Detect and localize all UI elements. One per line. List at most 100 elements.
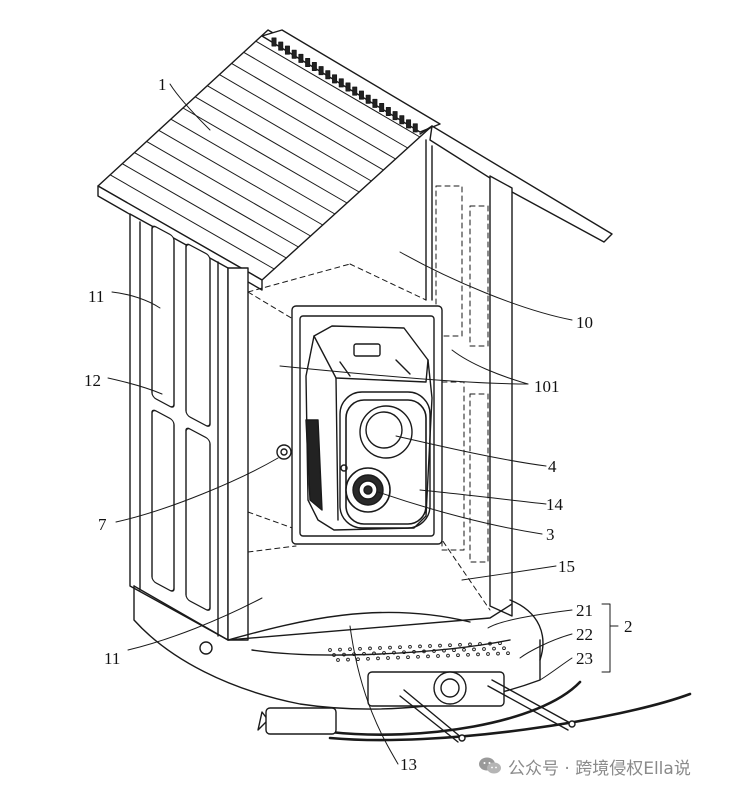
roof-ridge-line	[133, 152, 299, 248]
label-tray-surface: 21	[576, 601, 593, 620]
tray-hole	[472, 647, 476, 652]
roof-ridge-line	[255, 40, 421, 138]
tray-hole	[406, 655, 410, 660]
roof	[97, 29, 613, 291]
ridge-vent	[271, 37, 277, 47]
right-post	[247, 139, 513, 617]
ridge-vent	[345, 82, 351, 92]
label-rear-plate: 15	[558, 557, 575, 576]
ridge-vent	[278, 41, 284, 51]
tray-hole	[328, 648, 332, 652]
side-panel-window	[151, 225, 175, 408]
side-panel-window	[151, 409, 175, 592]
tray-hole	[402, 650, 406, 655]
tray-hole	[378, 646, 382, 650]
tray-hole	[462, 647, 466, 652]
watermark: 公众号 · 跨境侵权Ella说	[478, 752, 691, 780]
side-panel-window	[185, 243, 211, 427]
roof-ridge-line	[146, 140, 312, 237]
tray-hole	[442, 648, 446, 653]
label-window-slot: 101	[534, 377, 560, 396]
roof-ridge-line	[218, 74, 384, 171]
label-lens-lower: 3	[546, 525, 555, 544]
tray-hole	[486, 652, 490, 656]
ridge-vent	[399, 115, 405, 125]
roof-ridge-line	[121, 163, 287, 259]
tray-hole	[338, 647, 342, 652]
tray-hole	[432, 649, 436, 653]
label-seed-tray-front: 13	[400, 755, 417, 774]
tray-hole	[476, 652, 480, 657]
tray-hole	[492, 646, 496, 651]
tray-hole	[408, 644, 412, 649]
roof-ridge-line	[206, 85, 372, 182]
roof-ridge-line	[182, 107, 348, 204]
label-tray-rim: 22	[576, 625, 593, 644]
wechat-icon	[479, 757, 501, 774]
tray-hole	[386, 656, 390, 660]
tray-hole	[506, 651, 510, 656]
ridge-vent	[338, 78, 344, 88]
tray-hole	[346, 657, 350, 662]
label-perch-rod: 23	[576, 649, 593, 668]
tray-hole	[422, 649, 426, 654]
tray-hole	[412, 649, 416, 654]
tray-hole	[416, 654, 420, 659]
ridge-vent	[379, 102, 385, 112]
watermark-text: 公众号 · 跨境侵权Ella说	[508, 758, 691, 779]
tray-hole	[428, 644, 432, 648]
tray-hole	[468, 642, 472, 647]
ridge-vent	[392, 111, 398, 121]
ridge-vent	[358, 90, 364, 100]
roof-ridge-line	[109, 174, 275, 270]
roof-ridge-line	[194, 96, 360, 193]
leader-lines	[107, 83, 619, 765]
label-lens-upper: 4	[548, 457, 557, 476]
tray-hole	[348, 647, 352, 652]
tray-hole	[446, 653, 450, 658]
base-tray	[133, 585, 692, 743]
roof-ridge-line	[243, 51, 409, 149]
tray-hole	[482, 647, 486, 651]
ridge-vent	[298, 53, 304, 63]
ridge-vent	[305, 57, 311, 67]
labels: 1 11 12 7 11 10 101 4 14 3 15 21 22 23 2…	[84, 75, 633, 774]
label-side-panel-lower: 11	[104, 649, 120, 668]
ridge-vent	[332, 74, 338, 84]
camera-body	[305, 325, 433, 531]
tray-hole	[496, 651, 500, 656]
ridge-vent	[318, 66, 324, 76]
ridge-vent	[311, 62, 317, 72]
tray-hole	[332, 653, 336, 657]
tray-hole	[382, 651, 386, 655]
tray-hole	[396, 655, 400, 660]
tray-hole	[466, 652, 470, 657]
tray-hole	[368, 646, 372, 651]
ridge-vent	[291, 49, 297, 59]
left-wall	[129, 213, 249, 641]
tray-hole	[392, 650, 396, 655]
tray-hole	[372, 651, 376, 656]
tray-hole	[478, 642, 482, 646]
label-side-panel-upper: 11	[88, 287, 104, 306]
base-screw	[199, 641, 213, 655]
tray-hole	[448, 643, 452, 648]
label-roof: 1	[158, 75, 167, 94]
tray-hole	[362, 651, 366, 656]
tray-hole	[342, 652, 346, 657]
roof-ridge-line	[158, 129, 324, 226]
ridge-vent	[365, 94, 371, 104]
tray-hole	[456, 653, 460, 658]
tray-hole	[358, 646, 362, 651]
tray-hole	[458, 642, 462, 647]
tray-hole	[376, 656, 380, 661]
knob	[276, 444, 292, 460]
roof-ridge-line	[170, 118, 336, 215]
tray-hole	[488, 641, 492, 646]
ridge-vent	[352, 86, 358, 96]
tray-hole	[398, 645, 402, 650]
ridge-vent	[372, 98, 378, 108]
ridge-vent	[325, 70, 331, 80]
roof-ridge-line	[231, 62, 397, 160]
